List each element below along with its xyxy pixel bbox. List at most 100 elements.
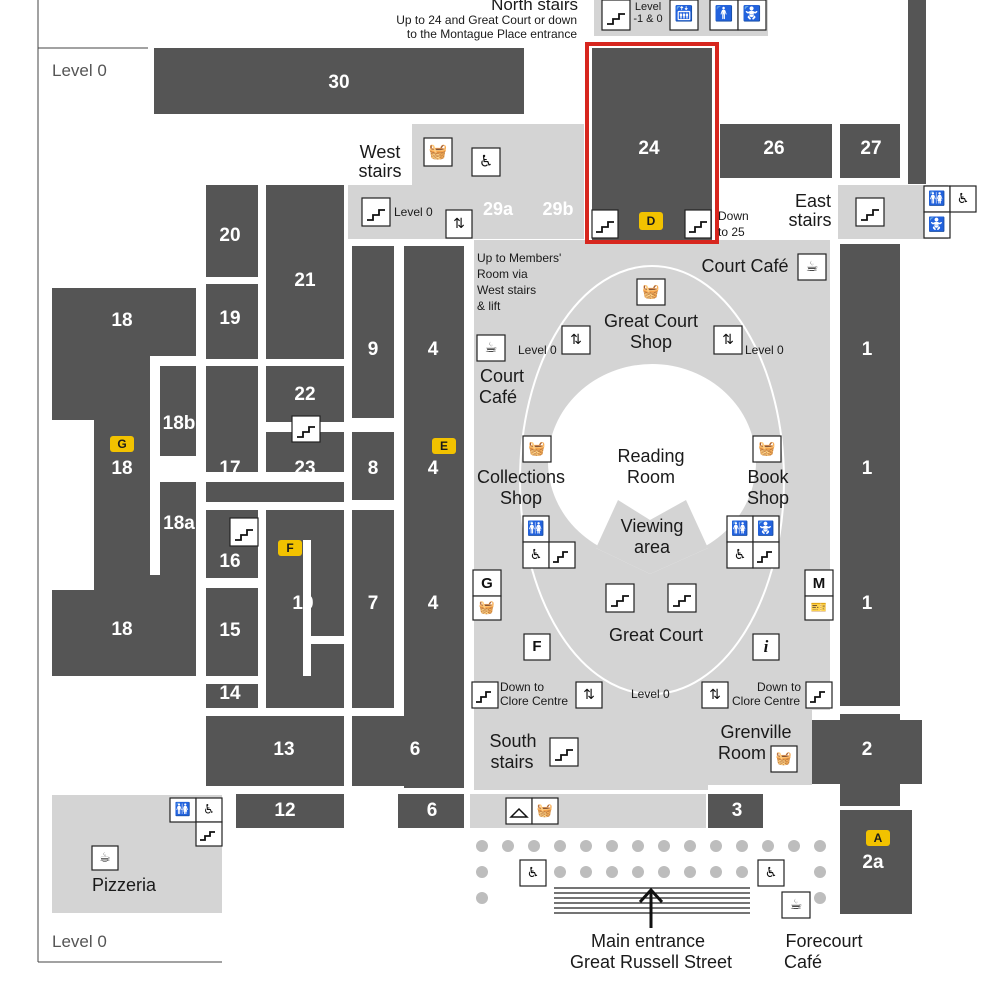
badge-d-text: D xyxy=(647,214,656,228)
stairs-icon xyxy=(591,209,619,239)
north-stairs-desc-2: to the Montague Place entrance xyxy=(407,27,577,41)
room-3-label: 3 xyxy=(732,800,743,821)
svg-text:🚻: 🚻 xyxy=(731,520,748,537)
gallery-19 xyxy=(206,284,258,359)
great-court-label: Great Court xyxy=(609,625,703,645)
gallery-4 xyxy=(404,246,464,788)
svg-text:⇅: ⇅ xyxy=(722,332,734,348)
court-cafe-label-1: Court xyxy=(480,366,524,386)
viewing-area xyxy=(596,500,708,574)
toilet-icon xyxy=(522,515,550,543)
svg-text:♿: ♿ xyxy=(527,865,540,881)
room-4-bottom-label: 4 xyxy=(428,593,439,614)
gallery-13 xyxy=(206,716,344,786)
cafe-cup-icon xyxy=(91,845,119,871)
svg-text:🧺: 🧺 xyxy=(776,752,792,767)
lift-icon xyxy=(701,681,729,709)
down-clore-right-2: Clore Centre xyxy=(732,694,800,708)
ticket-icon xyxy=(804,595,834,621)
badge-e xyxy=(432,438,456,454)
facility-g-letter: G xyxy=(481,575,493,592)
gallery-2a xyxy=(840,810,912,914)
down-clore-left-2: Clore Centre xyxy=(500,694,568,708)
north-stairs-title: North stairs xyxy=(491,0,578,14)
room-2a-label: 2a xyxy=(862,852,884,873)
room-4-top-label: 4 xyxy=(428,339,439,360)
svg-text:🎫: 🎫 xyxy=(811,601,827,616)
bottom-level0: Level 0 xyxy=(631,687,670,701)
toilet-icon xyxy=(169,797,197,823)
room-17-label: 17 xyxy=(219,458,240,479)
badge-f xyxy=(278,540,302,556)
south-stairs-area xyxy=(474,710,708,790)
stairs-icon xyxy=(229,517,259,547)
room-10-label: 10 xyxy=(292,593,313,614)
down-to-25-2: to 25 xyxy=(718,225,745,239)
svg-text:♿: ♿ xyxy=(765,865,778,881)
reading-room-label-2: Room xyxy=(627,467,675,487)
collections-shop-label-2: Shop xyxy=(500,488,542,508)
baby-change-icon xyxy=(737,0,767,31)
accessible-toilet-icon xyxy=(949,185,977,213)
gallery-6-top xyxy=(352,716,464,786)
gallery-9 xyxy=(352,246,394,418)
main-entrance-label-1: Main entrance xyxy=(591,931,705,951)
facility-f-box xyxy=(523,633,551,661)
shop-basket-icon xyxy=(531,797,559,825)
svg-text:🧺: 🧺 xyxy=(537,804,553,819)
room-29a-label: 29a xyxy=(483,199,514,219)
svg-text:🚼: 🚼 xyxy=(928,216,945,233)
members-1: Up to Members' xyxy=(477,251,561,265)
toilet-icon xyxy=(923,185,951,213)
south-stairs-label-2: stairs xyxy=(490,752,533,772)
svg-text:🚻: 🚻 xyxy=(175,802,191,818)
svg-text:🚼: 🚼 xyxy=(743,5,762,23)
court-cafe-top-label: Court Café xyxy=(701,256,788,276)
down-to-25-1: Down xyxy=(718,209,749,223)
badge-e-text: E xyxy=(440,439,448,453)
stairs-icon xyxy=(361,197,391,227)
room-29b-label: 29b xyxy=(542,199,573,219)
south-stairs-label-1: South xyxy=(489,731,536,751)
shop-basket-icon xyxy=(423,137,453,167)
collections-shop-label-1: Collections xyxy=(477,467,565,487)
gallery-12 xyxy=(236,794,344,828)
svg-text:♿: ♿ xyxy=(734,547,747,563)
grenville-label-1: Grenville xyxy=(720,722,791,742)
facility-f-letter: F xyxy=(532,638,541,655)
stairs-icon xyxy=(684,209,712,239)
room-6-bottom-label: 6 xyxy=(427,800,438,821)
svg-text:🧺: 🧺 xyxy=(429,143,448,161)
shop-basket-icon xyxy=(636,278,666,306)
stairs-icon xyxy=(471,681,499,709)
room-12-label: 12 xyxy=(274,800,295,821)
baby-change-icon xyxy=(752,515,780,543)
gallery-1 xyxy=(840,244,900,706)
accessible-toilet-icon xyxy=(522,541,550,569)
cafe-cup-icon xyxy=(797,253,827,281)
level-label-bottom: Level 0 xyxy=(52,932,107,951)
accessible-toilet-icon xyxy=(726,541,754,569)
facility-m-letter: M xyxy=(813,575,826,592)
room-27-label: 27 xyxy=(860,138,881,159)
shop-basket-icon xyxy=(472,595,502,621)
room-23-label: 23 xyxy=(294,458,315,479)
svg-text:☕: ☕ xyxy=(790,897,803,913)
cafe-cup-icon xyxy=(476,334,506,362)
members-2: Room via xyxy=(477,267,528,281)
highlight-room-24 xyxy=(585,42,719,244)
west-stairs-label-1: West xyxy=(360,142,401,162)
room-18-top-label: 18 xyxy=(111,310,132,331)
svg-text:⇅: ⇅ xyxy=(583,687,595,703)
svg-text:🚻: 🚻 xyxy=(527,520,544,537)
west-level0-label: Level 0 xyxy=(394,205,433,219)
accessible-toilet-icon xyxy=(195,797,223,823)
svg-text:🧺: 🧺 xyxy=(528,441,545,457)
court-cafe-label-2: Café xyxy=(479,387,517,407)
site-boundary xyxy=(37,0,222,963)
badge-a xyxy=(866,830,890,846)
room-18-mid-label: 18 xyxy=(111,458,132,479)
members-3: West stairs xyxy=(477,283,536,297)
room-15-label: 15 xyxy=(219,620,241,641)
room-30-label: 30 xyxy=(328,72,349,93)
